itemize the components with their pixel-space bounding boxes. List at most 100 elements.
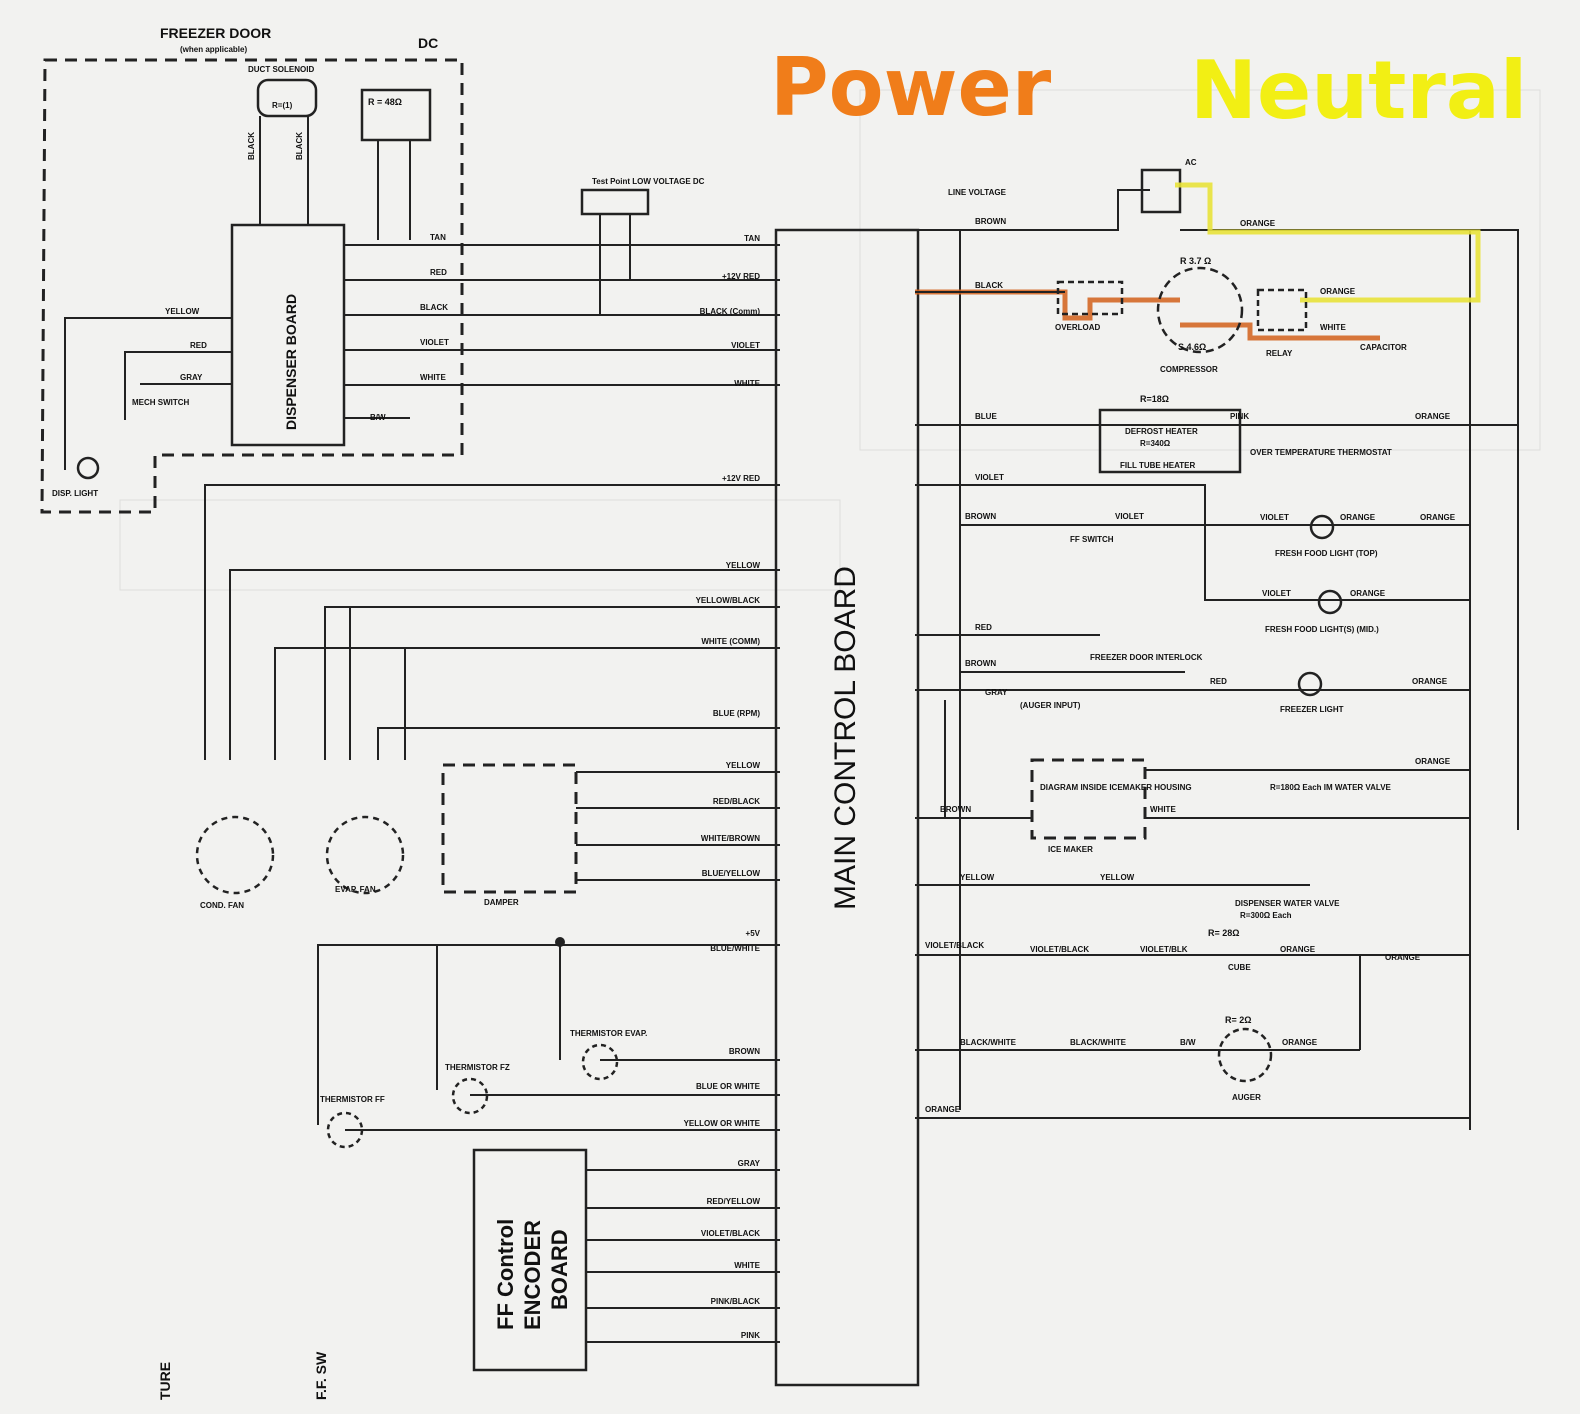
bus-wire-tan: TAN (430, 233, 446, 242)
dispenser-bus (344, 244, 780, 419)
orange-defrost: ORANGE (1415, 412, 1451, 421)
orange-top: ORANGE (1240, 219, 1276, 228)
encoder-board-line1: FF Control (493, 1219, 518, 1330)
thermistor-ff (326, 1111, 364, 1149)
ture-label: TURE (157, 1362, 173, 1400)
auger-input-label: (AUGER INPUT) (1020, 701, 1081, 710)
overload-label: OVERLOAD (1055, 323, 1101, 332)
over-temp-label: OVER TEMPERATURE THERMOSTAT (1250, 448, 1392, 457)
test-point-label: Test Point LOW VOLTAGE DC (592, 177, 705, 186)
dispenser-wire-red: RED (190, 341, 207, 350)
bus-wire-white: WHITE (420, 373, 446, 382)
orange-cube: ORANGE (1280, 945, 1316, 954)
damper-wiring (576, 771, 780, 881)
damper-box (441, 763, 578, 894)
bus-wire-bw: B/W (370, 413, 386, 422)
main-board-wire-label: YELLOW OR WHITE (684, 1119, 761, 1128)
main-board-wire-label: RED/BLACK (713, 797, 760, 806)
main-board-wire-label: BLACK (Comm) (700, 307, 761, 316)
duct-solenoid (256, 78, 318, 118)
dispenser-valve-label: DISPENSER WATER VALVE (1235, 899, 1340, 908)
black-wire-1: BLACK (247, 132, 256, 160)
orange-fftop-2: ORANGE (1420, 513, 1456, 522)
main-board-wire-label: BLUE/YELLOW (702, 869, 761, 878)
cube-r: R= 28Ω (1208, 928, 1239, 938)
ac-label: AC (1185, 158, 1197, 167)
freezer-door-subtitle: (when applicable) (180, 45, 247, 54)
fan-wiring (204, 484, 780, 760)
bleed-through-text (119, 89, 1541, 591)
main-board-wire-label: WHITE (734, 379, 760, 388)
dc-label: DC (418, 35, 438, 51)
main-board-wire-label: +12V RED (722, 272, 760, 281)
red-row: RED (975, 623, 992, 632)
dispenser-wire-gray: GRAY (180, 373, 203, 382)
ff-switch-label: FF SWITCH (1070, 535, 1114, 544)
violet-row: VIOLET (975, 473, 1004, 482)
duct-solenoid-label: DUCT SOLENOID (248, 65, 314, 74)
encoder-board (472, 1148, 588, 1372)
main-board-wire-label: GRAY (738, 1159, 761, 1168)
main-board-wire-label: PINK/BLACK (711, 1297, 761, 1306)
defrost-heater-label: DEFROST HEATER (1125, 427, 1198, 436)
main-board-wire-label: BLUE/WHITE (710, 944, 760, 953)
interlock-label: FREEZER DOOR INTERLOCK (1090, 653, 1203, 662)
encoder-board-line2: ENCODER (520, 1220, 545, 1330)
cube-label: CUBE (1228, 963, 1251, 972)
compressor-r-bot: S 4.6Ω (1178, 342, 1206, 352)
violet-ffswitch: VIOLET (1115, 512, 1144, 521)
main-board-wire-label: BROWN (729, 1047, 760, 1056)
brown-icemaker: BROWN (940, 805, 971, 814)
r48-component (360, 88, 432, 142)
ff-light-mid (1317, 589, 1343, 615)
dispenser-valve-r: R=300Ω Each (1240, 911, 1292, 920)
thermistor-fz (451, 1077, 489, 1115)
relay-label: RELAY (1266, 349, 1293, 358)
relay (1256, 288, 1308, 332)
main-board-wire-label: BLUE OR WHITE (696, 1082, 761, 1091)
bus-wire-red: RED (430, 268, 447, 277)
thermistor-fz-label: THERMISTOR FZ (445, 1063, 510, 1072)
orange-ffmid: ORANGE (1350, 589, 1386, 598)
dispenser-board-label: DISPENSER BOARD (283, 294, 299, 430)
damper-label: DAMPER (484, 898, 519, 907)
main-board-wire-label: VIOLET/BLACK (701, 1229, 760, 1238)
main-board-wire-label: +12V RED (722, 474, 760, 483)
dispenser-light-label: DISP. LIGHT (52, 489, 98, 498)
violet-fftop: VIOLET (1260, 513, 1289, 522)
compressor-label: COMPRESSOR (1160, 365, 1218, 374)
legend-power: Power (770, 41, 1052, 134)
ice-maker-label: ICE MAKER (1048, 845, 1093, 854)
main-board-wire-label: BLUE (RPM) (713, 709, 760, 718)
bw-auger: B/W (1180, 1038, 1196, 1047)
bus-wire-black: BLACK (420, 303, 448, 312)
ff-light-top-label: FRESH FOOD LIGHT (TOP) (1275, 549, 1378, 558)
gray-row: GRAY (985, 688, 1008, 697)
ff-sw-label: F.F. SW (313, 1351, 329, 1400)
black-white-2: BLACK/WHITE (1070, 1038, 1127, 1047)
icemaker-diagram-label: DIAGRAM INSIDE ICEMAKER HOUSING (1040, 783, 1192, 792)
auger-r: R= 2Ω (1225, 1015, 1251, 1025)
yellow-valve-2: YELLOW (1100, 873, 1135, 882)
dispenser-wire-yellow: YELLOW (165, 307, 200, 316)
brown-ffswitch: BROWN (965, 512, 996, 521)
mech-switch-label: MECH SWITCH (132, 398, 190, 407)
violet-black-1: VIOLET/BLACK (925, 941, 984, 950)
main-board-wire-label: PINK (741, 1331, 760, 1340)
dispenser-board (230, 223, 346, 447)
violet-ffmid: VIOLET (1262, 589, 1291, 598)
encoder-wiring (586, 1169, 780, 1343)
yellow-valve: YELLOW (960, 873, 995, 882)
violet-blk: VIOLET/BLK (1140, 945, 1188, 954)
orange-auger: ORANGE (1282, 1038, 1318, 1047)
main-board-wire-label: YELLOW (726, 561, 761, 570)
capacitor-label: CAPACITOR (1360, 343, 1407, 352)
encoder-board-line3: BOARD (547, 1229, 572, 1310)
freezer-light-label: FREEZER LIGHT (1280, 705, 1344, 714)
orange-icemaker: ORANGE (1415, 757, 1451, 766)
compressor (1156, 266, 1244, 354)
freezer-door-title: FREEZER DOOR (160, 25, 271, 41)
